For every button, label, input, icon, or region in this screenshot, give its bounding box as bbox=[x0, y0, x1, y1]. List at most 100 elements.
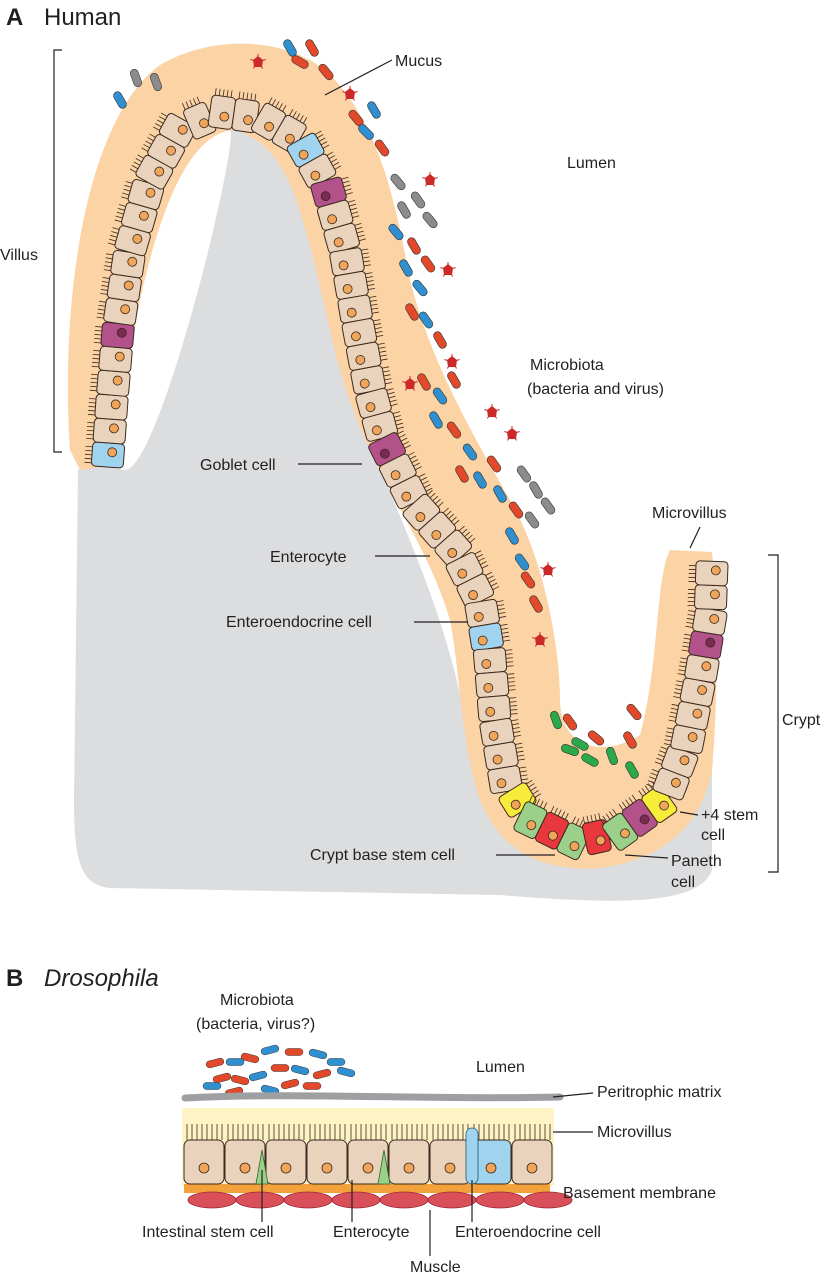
nucleus bbox=[127, 256, 138, 267]
microvillus bbox=[671, 703, 679, 707]
nucleus bbox=[492, 754, 503, 765]
microvillus bbox=[513, 735, 521, 737]
microvillus bbox=[646, 783, 654, 788]
virus-spike bbox=[447, 267, 456, 271]
panel-b-letter: B bbox=[6, 965, 23, 992]
bacterium bbox=[113, 91, 127, 109]
basement-membrane-label: Basement membrane bbox=[563, 1185, 716, 1202]
microvillus bbox=[377, 342, 385, 345]
microvillus bbox=[517, 758, 525, 761]
microvillus bbox=[289, 109, 294, 116]
bacterium bbox=[625, 761, 639, 779]
nucleus bbox=[481, 659, 492, 669]
microvillus bbox=[497, 608, 505, 611]
microvillus bbox=[534, 793, 541, 798]
microvillus bbox=[676, 680, 684, 683]
crypt-bracket bbox=[768, 554, 779, 873]
microvillus bbox=[519, 770, 527, 773]
bacterium bbox=[447, 371, 461, 389]
virus-spike bbox=[409, 383, 416, 391]
nucleus bbox=[447, 548, 458, 558]
microvillus bbox=[352, 215, 360, 219]
nucleus bbox=[327, 214, 338, 225]
nucleus bbox=[620, 828, 630, 839]
bacterium bbox=[290, 1064, 310, 1076]
nucleus bbox=[359, 378, 370, 389]
cell-body bbox=[511, 1139, 553, 1185]
panel-a-title: Human bbox=[44, 4, 121, 31]
virus bbox=[484, 404, 500, 419]
enterocyte-label-b: Enterocyte bbox=[333, 1224, 410, 1241]
virus-spike bbox=[491, 411, 498, 419]
microvillus bbox=[103, 269, 111, 272]
microvillus bbox=[641, 787, 647, 795]
bacterium bbox=[516, 465, 532, 483]
microvillus bbox=[669, 715, 677, 718]
microvillus bbox=[618, 804, 624, 811]
microvillus bbox=[355, 226, 363, 230]
nucleus bbox=[485, 1162, 497, 1174]
microvillus bbox=[117, 208, 125, 211]
nucleus bbox=[362, 1162, 374, 1174]
nucleus bbox=[123, 280, 134, 291]
microvillus bbox=[501, 627, 509, 630]
nucleus bbox=[415, 512, 426, 522]
cell-body bbox=[429, 1139, 471, 1185]
nucleus bbox=[709, 614, 720, 624]
bacterium bbox=[524, 511, 540, 529]
microvillus bbox=[238, 91, 241, 99]
nucleus bbox=[468, 590, 478, 600]
nucleus bbox=[701, 661, 712, 672]
epithelial-cell bbox=[638, 781, 678, 823]
microvillus bbox=[397, 430, 404, 435]
microvillus bbox=[390, 403, 398, 407]
virus-spike bbox=[440, 267, 449, 271]
microvillus bbox=[659, 750, 666, 754]
microvillus bbox=[379, 354, 387, 357]
microvillus bbox=[315, 130, 322, 135]
bacterium bbox=[562, 713, 578, 731]
microvillus bbox=[481, 564, 489, 569]
microvillus bbox=[380, 358, 388, 361]
microvillus bbox=[502, 635, 510, 638]
microvillus bbox=[572, 816, 576, 824]
epithelial-cell bbox=[329, 247, 371, 277]
microvillus bbox=[511, 719, 519, 722]
nucleus bbox=[510, 799, 521, 810]
nucleus bbox=[710, 565, 721, 576]
microvillus bbox=[649, 776, 656, 780]
nucleus bbox=[310, 170, 321, 181]
microvillus bbox=[674, 688, 682, 691]
microvillus bbox=[332, 162, 340, 167]
microvillus bbox=[296, 113, 301, 120]
bacterium bbox=[412, 279, 428, 297]
nucleus bbox=[298, 149, 309, 160]
bacterium bbox=[212, 1072, 232, 1084]
bacterium bbox=[336, 1066, 356, 1078]
microvillus bbox=[506, 661, 514, 663]
microvillus bbox=[369, 295, 377, 298]
villus-epithelium bbox=[84, 88, 729, 861]
microvillus bbox=[536, 798, 540, 806]
intestinal-stem-cell-label: Intestinal stem cell bbox=[142, 1224, 274, 1241]
bacterium bbox=[367, 101, 381, 119]
nucleus bbox=[116, 327, 127, 338]
villus-label: Villus bbox=[0, 247, 38, 264]
plus4-stem-label-line2: cell bbox=[701, 827, 725, 844]
bacterium bbox=[129, 69, 143, 87]
microvillus bbox=[532, 790, 539, 795]
microvillus bbox=[512, 727, 520, 730]
peritrophic-matrix bbox=[181, 1092, 564, 1102]
nucleus bbox=[321, 1162, 333, 1174]
microvillus bbox=[362, 256, 370, 259]
nucleus bbox=[390, 470, 401, 481]
virus-spike bbox=[429, 177, 438, 181]
cell-body bbox=[388, 1139, 430, 1185]
nucleus bbox=[120, 304, 131, 315]
nucleus bbox=[595, 835, 606, 846]
microvillus bbox=[670, 707, 678, 711]
bacterium bbox=[520, 571, 536, 589]
epithelial-cell bbox=[677, 654, 720, 683]
microvillus bbox=[564, 812, 569, 820]
bacterium bbox=[225, 1058, 245, 1066]
